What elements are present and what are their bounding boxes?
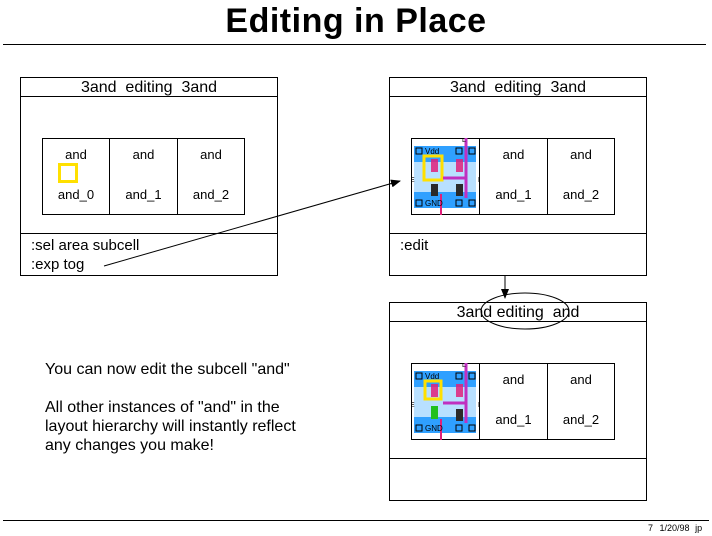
explanation-line: layout hierarchy will instantly reflect [45, 418, 296, 435]
instance-name: and_2 [562, 412, 600, 427]
cell-and-0[interactable]: and and_0 [42, 138, 110, 215]
cell-name: and [570, 147, 592, 162]
cell-name: and [200, 147, 222, 162]
pin-label: L [462, 138, 466, 144]
instance-name: and_1 [125, 187, 162, 202]
footer-author: jp [695, 523, 703, 533]
instance-name: and_2 [562, 187, 600, 202]
explanation-spacer [45, 379, 365, 398]
cell-layout: Vdd GND L H E [411, 363, 480, 440]
editor-window-expanded[interactable]: 3and editing 3and Vdd GND L H E a [389, 77, 647, 276]
instance-name: and_1 [495, 412, 532, 427]
editor-window-before[interactable]: 3and editing 3and and and_0 and and_1 an… [20, 77, 278, 276]
cell-and-1[interactable]: and and_1 [109, 138, 178, 215]
instance-name: and_0 [57, 187, 95, 202]
cell-and-1[interactable]: and and_1 [479, 363, 548, 440]
editor-window-editing-subcell[interactable]: 3and editing and Vdd GND L H E [389, 302, 647, 501]
selection-box [58, 163, 78, 183]
explanation-text: You can now edit the subcell "and" All o… [45, 360, 365, 455]
vdd-label: Vdd [425, 147, 439, 156]
title-part: and [552, 304, 580, 321]
cell-and-0-expanded[interactable]: Vdd GND L H E [411, 138, 480, 215]
cell-and-2[interactable]: and and_2 [547, 363, 615, 440]
cell-and-2[interactable]: and and_2 [547, 138, 615, 215]
pin-label: E [411, 402, 415, 409]
cell-and-2[interactable]: and and_2 [177, 138, 245, 215]
window-title: 3and editing 3and [21, 78, 277, 97]
cell-layout: Vdd GND L H E [411, 138, 480, 215]
explanation-line: any changes you make! [45, 437, 214, 454]
pin-label: L [462, 363, 466, 369]
gnd-label: GND [425, 199, 443, 208]
title-part: editing [496, 304, 544, 321]
command-line: :sel area subcell [31, 237, 140, 254]
explanation-line: All other instances of "and" in the [45, 399, 280, 416]
explanation-line: You can now edit the subcell "and" [45, 361, 290, 378]
command-line: :edit [400, 237, 429, 254]
cell-name: and [502, 147, 525, 162]
cell-name: and [502, 372, 525, 387]
cell-name: and [570, 372, 592, 387]
footer-rule [3, 520, 709, 521]
title-rule [3, 44, 706, 45]
footer-date: 1/20/98 [659, 523, 690, 533]
page-title: Editing in Place [225, 2, 487, 40]
window-title: 3and editing 3and [390, 78, 646, 97]
gnd-label: GND [425, 424, 443, 433]
pin-label: E [411, 177, 415, 184]
footer: 7 1/20/98 jp [648, 523, 702, 533]
command-area: :edit [390, 233, 646, 275]
window-title: 3and editing and [390, 303, 646, 322]
cell-and-1[interactable]: and and_1 [479, 138, 548, 215]
cell-name: and [65, 147, 87, 162]
command-area: :sel area subcell :exp tog [21, 233, 277, 275]
cell-and-0-editing[interactable]: Vdd GND L H E [411, 363, 480, 440]
instance-name: and_1 [495, 187, 532, 202]
title-part: 3and [456, 304, 493, 321]
cell-name: and [132, 147, 155, 162]
page-number: 7 [648, 523, 654, 533]
empty-command-area [390, 458, 646, 459]
command-line: :exp tog [31, 256, 85, 273]
vdd-label: Vdd [425, 372, 439, 381]
instance-name: and_2 [192, 187, 230, 202]
